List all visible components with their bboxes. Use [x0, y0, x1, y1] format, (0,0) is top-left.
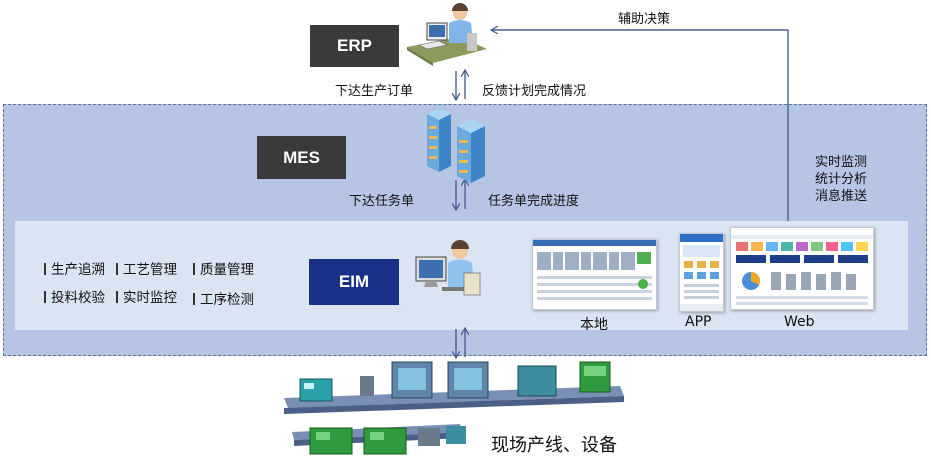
erp-box: ERP [310, 25, 399, 67]
local-terminal-screenshot [532, 239, 657, 310]
web-terminal-screenshot [730, 227, 874, 310]
realtime-monitor-label: 实时监测 [815, 155, 868, 170]
mes-box: MES [257, 136, 346, 179]
decision-feedback-arrow [492, 30, 789, 221]
web-feedback-labels: 实时监测 统计分析 消息推送 [815, 154, 867, 205]
mes-down-label: 下达任务单 [349, 194, 415, 209]
function-item: 工序检测 [193, 288, 254, 308]
function-item: 生产追溯 [44, 258, 105, 278]
erp-up-label: 反馈计划完成情况 [482, 84, 587, 99]
message-push-label: 消息推送 [815, 189, 868, 204]
field-label: 现场产线、设备 [491, 435, 617, 456]
app-label: APP [685, 314, 712, 330]
app-terminal-screenshot [679, 233, 724, 312]
mes-up-label: 任务单完成进度 [488, 194, 580, 209]
local-label: 本地 [580, 317, 608, 333]
web-label: Web [784, 314, 815, 330]
function-item: 投料校验 [44, 286, 105, 306]
function-item: 实时监控 [116, 286, 177, 306]
eim-box: EIM [309, 259, 399, 305]
function-item: 质量管理 [193, 258, 254, 278]
decision-label: 辅助决策 [618, 12, 671, 27]
function-item: 工艺管理 [116, 258, 177, 278]
erp-down-label: 下达生产订单 [335, 84, 414, 99]
statistics-label: 统计分析 [815, 172, 868, 187]
